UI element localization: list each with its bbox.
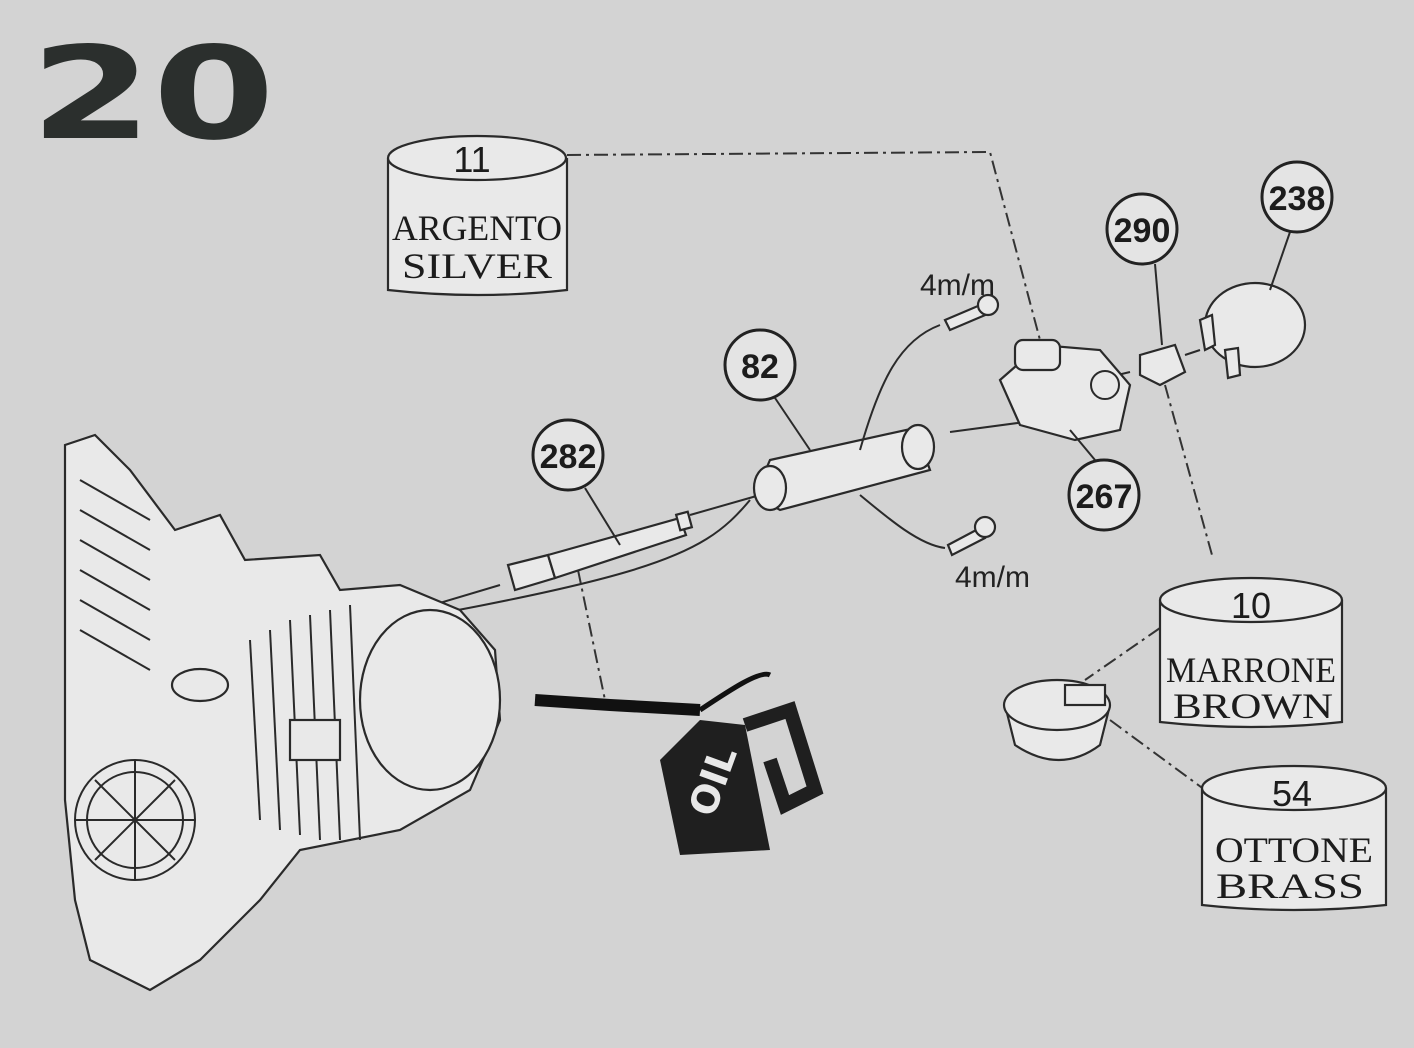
part-callout-267: 267 bbox=[1067, 429, 1141, 532]
svg-text:282: 282 bbox=[540, 438, 597, 476]
svg-text:290: 290 bbox=[1114, 212, 1171, 250]
paint-name-italian: MARRONE bbox=[1166, 650, 1336, 690]
svg-text:82: 82 bbox=[741, 348, 779, 386]
paint-name-english: BRASS bbox=[1216, 866, 1364, 906]
paint-code: 54 bbox=[1272, 773, 1312, 814]
screw-size-label: 4m/m bbox=[920, 269, 995, 302]
engine-block bbox=[63, 433, 502, 992]
rotor-part bbox=[1138, 343, 1187, 387]
paint-code: 10 bbox=[1231, 585, 1271, 626]
svg-text:238: 238 bbox=[1269, 180, 1326, 218]
distributor-cap bbox=[1198, 281, 1307, 380]
step-number: 20 bbox=[30, 20, 275, 169]
svg-text:267: 267 bbox=[1076, 478, 1133, 516]
paint-tin-silver: 11 ARGENTO SILVER bbox=[386, 134, 569, 297]
paint-code: 11 bbox=[453, 139, 490, 180]
paint-name-english: SILVER bbox=[402, 246, 552, 286]
paint-tin-brass: 54 OTTONE BRASS bbox=[1200, 764, 1388, 912]
part-callout-290: 290 bbox=[1105, 192, 1179, 346]
part-callout-282: 282 bbox=[531, 418, 621, 546]
distributor-body bbox=[998, 338, 1132, 442]
distributor-housing bbox=[752, 423, 936, 512]
screw-upper bbox=[859, 293, 1000, 451]
part-callout-238: 238 bbox=[1260, 160, 1334, 291]
oil-filler-cap bbox=[1002, 678, 1112, 762]
screw-lower bbox=[859, 494, 997, 557]
screw-size-label: 4m/m bbox=[955, 561, 1030, 594]
paint-name-italian: ARGENTO bbox=[392, 208, 562, 248]
paint-tin-brown: 10 MARRONE BROWN bbox=[1158, 576, 1344, 729]
part-callout-82: 82 bbox=[723, 328, 811, 451]
oil-can-icon: OIL bbox=[534, 671, 824, 855]
shaft-part bbox=[506, 510, 694, 592]
paint-name-italian: OTTONE bbox=[1215, 830, 1373, 870]
paint-name-english: BROWN bbox=[1173, 686, 1333, 726]
